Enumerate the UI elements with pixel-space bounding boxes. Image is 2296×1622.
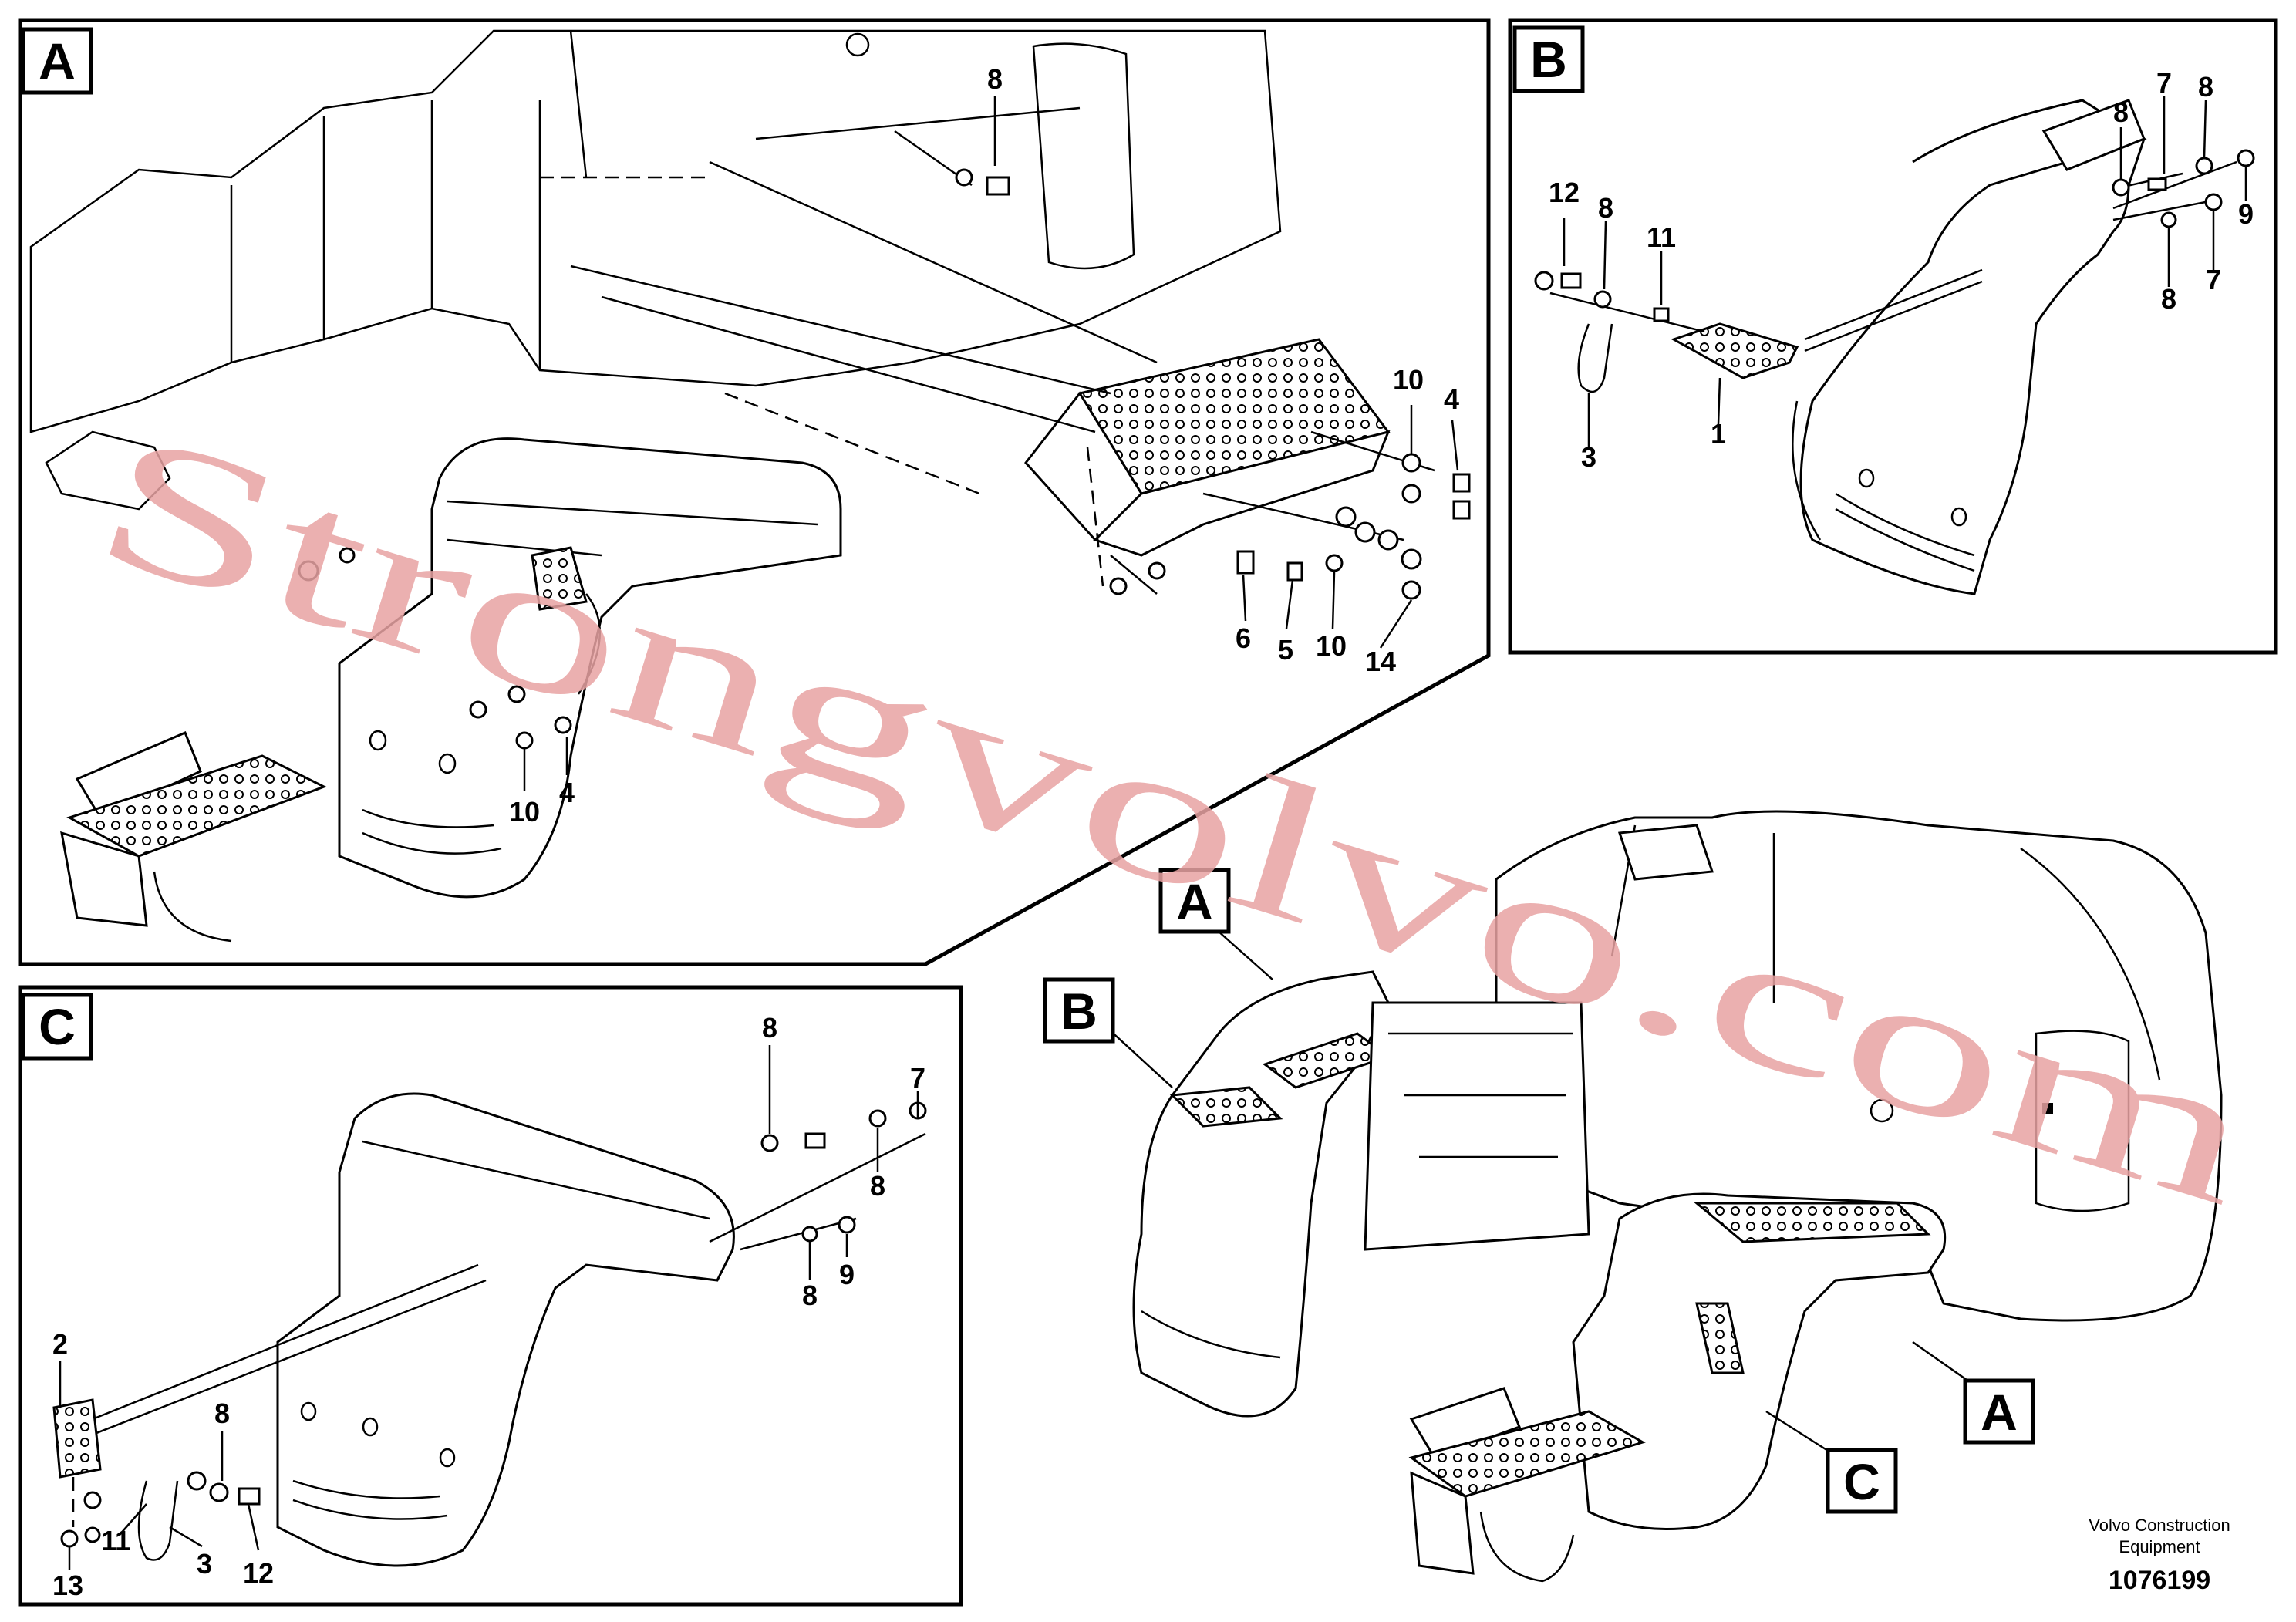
callout-a-8: 8 (987, 63, 1003, 95)
callout-c-8b: 8 (870, 1170, 885, 1202)
overview-callout-a-top: A (1176, 873, 1213, 930)
callout-c-8d: 8 (214, 1398, 230, 1429)
overview-callouts: A B A C (1043, 868, 2035, 1514)
callout-a-10c: 10 (509, 796, 540, 828)
callout-c-11: 11 (101, 1525, 130, 1556)
panel-a-lower-step (60, 731, 327, 943)
document-number: 1076199 (2109, 1566, 2210, 1595)
callout-b-8c: 8 (2198, 71, 2213, 103)
panel-a-step-ladder (531, 546, 588, 611)
panel-c-leaders (59, 1045, 919, 1570)
panel-a-machine-body (29, 29, 1282, 511)
callout-b-12: 12 (1549, 177, 1580, 208)
credit-line-2: Equipment (2119, 1537, 2200, 1556)
callout-a-6: 6 (1236, 622, 1251, 654)
callout-b-11: 11 (1647, 221, 1676, 253)
callout-c-2: 2 (52, 1328, 68, 1360)
callout-a-4: 4 (1444, 383, 1459, 415)
credit-line-1: Volvo Construction (2089, 1516, 2230, 1535)
panel-c-tag (21, 993, 93, 1061)
callout-c-12: 12 (243, 1557, 274, 1589)
panel-a-frame (18, 18, 1491, 966)
panel-c: C (18, 985, 963, 1607)
callout-b-3: 3 (1581, 441, 1596, 473)
callout-a-4b: 4 (559, 777, 575, 808)
callout-b-8: 8 (1598, 192, 1613, 224)
callout-a-5: 5 (1278, 634, 1293, 666)
panel-b-leaders (1563, 96, 2247, 447)
overview-callout-c: C (1843, 1453, 1880, 1510)
overview-callout-a-bottom: A (1981, 1384, 2018, 1441)
callout-c-7: 7 (910, 1062, 925, 1094)
callout-b-8b: 8 (2113, 96, 2129, 128)
callout-b-7: 7 (2156, 67, 2172, 99)
panel-a-letter: A (39, 32, 76, 89)
panel-c-fasteners-right (709, 1101, 927, 1251)
callout-a-10b: 10 (1316, 630, 1347, 662)
callout-b-9: 9 (2238, 198, 2254, 230)
panel-a-handle (577, 593, 602, 695)
panel-c-step-assembly (52, 1263, 487, 1561)
overview-machine (1132, 810, 2223, 1583)
panel-b-fasteners-right (2112, 149, 2255, 228)
panel-b-frame (1508, 18, 2278, 655)
callout-c-13: 13 (52, 1570, 83, 1601)
panel-b-letter: B (1530, 31, 1567, 88)
panel-c-letter: C (39, 998, 76, 1055)
panel-b-step-assembly (1534, 268, 1983, 393)
panel-a: A (18, 18, 1491, 966)
callout-c-8: 8 (762, 1012, 777, 1044)
overview-callout-b: B (1060, 983, 1097, 1040)
callout-a-10: 10 (1393, 364, 1424, 396)
callout-c-9: 9 (839, 1259, 855, 1290)
panel-a-fasteners (298, 168, 1471, 750)
panel-a-fender (338, 437, 842, 899)
panel-b: B (1508, 18, 2278, 655)
panel-c-fender (276, 1092, 735, 1567)
panel-a-step-plate (1024, 338, 1391, 557)
panel-c-frame (18, 985, 963, 1607)
panel-b-tag (1512, 25, 1585, 93)
panel-b-fender (1792, 99, 2147, 595)
callout-c-3: 3 (197, 1548, 212, 1580)
panel-a-tag (21, 27, 93, 95)
callout-b-8d: 8 (2161, 283, 2176, 315)
panel-a-leaders (523, 96, 1459, 791)
callout-b-1: 1 (1711, 418, 1726, 450)
callout-c-8c: 8 (802, 1280, 818, 1311)
callout-a-14: 14 (1365, 646, 1396, 677)
callout-b-7b: 7 (2206, 264, 2221, 295)
